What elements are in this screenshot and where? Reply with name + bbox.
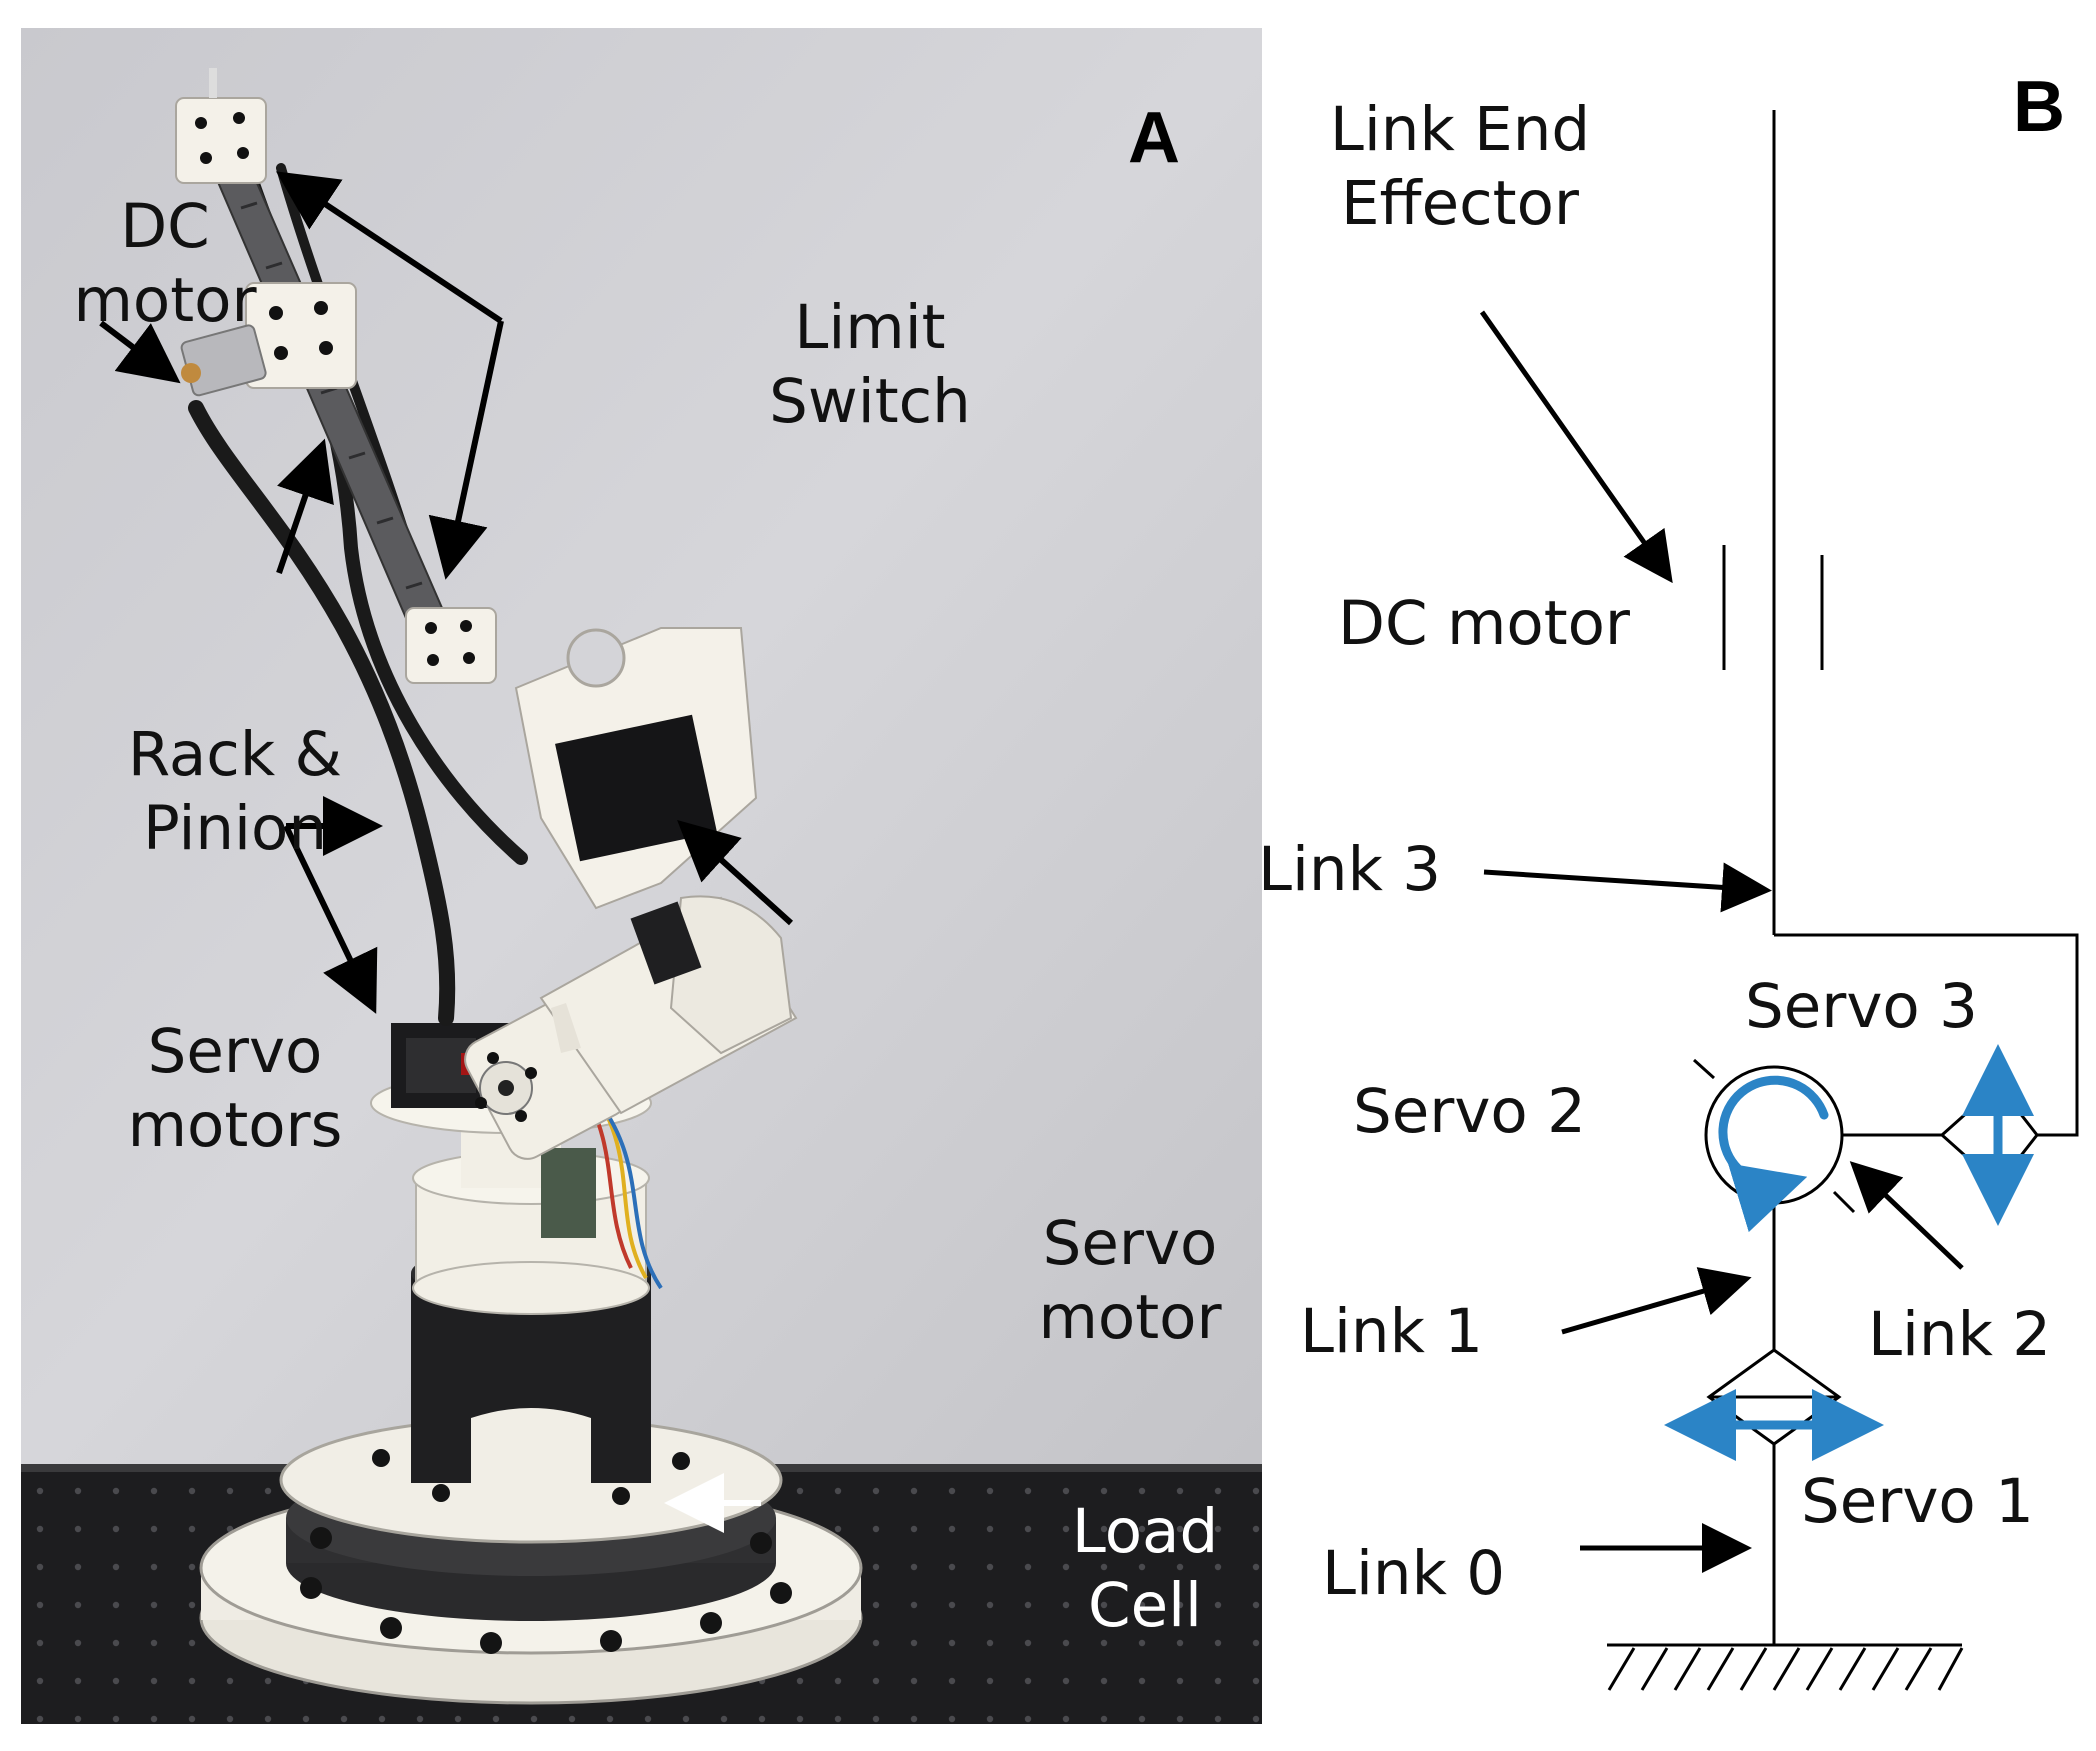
annotation-arrows: [99, 171, 794, 1014]
end-effector-block: [175, 68, 267, 184]
label-servo-1: Servo 1: [1801, 1466, 2034, 1537]
label-link-end-effector-line2: Effector: [1341, 168, 1579, 240]
label-servo-2: Servo 2: [1353, 1076, 1586, 1147]
label-link-end-effector-line1: Link End: [1329, 94, 1591, 165]
kinematic-schematic: [1479, 110, 2079, 1691]
label-link-0: Link 0: [1322, 1538, 1506, 1609]
label-link-3: Link 3: [1258, 834, 1442, 905]
dc-motor-carriage: [180, 282, 357, 397]
label-servo-3: Servo 3: [1745, 971, 1978, 1042]
label-limit-switch-line2: Switch: [769, 366, 971, 438]
label-rack-pinion-line1: Rack &: [127, 719, 343, 790]
label-limit-switch: Limit Switch: [735, 291, 1005, 440]
label-link-2: Link 2: [1868, 1299, 2052, 1370]
link-3-bracket: [1774, 933, 2079, 1137]
label-dc-motor-a: DC motor: [50, 190, 280, 339]
label-link-1: Link 1: [1300, 1296, 1484, 1367]
label-load-cell-line1: Load: [1071, 1496, 1219, 1567]
schematic-arrows: [1479, 310, 1964, 1573]
label-servo-motors-line2: motors: [127, 1090, 343, 1162]
label-load-cell-line2: Cell: [1087, 1570, 1203, 1642]
load-cell-base: [199, 1416, 863, 1705]
label-servo-motors: Servo motors: [100, 1015, 370, 1164]
label-rack-pinion: Rack & Pinion: [110, 718, 360, 867]
robot-arm-photo: [21, 28, 1262, 1724]
label-limit-switch-line1: Limit: [794, 292, 946, 363]
panel-a-letter: A: [1128, 98, 1180, 178]
servo-3-joint: [1939, 1082, 2039, 1188]
panel-b-letter: B: [2013, 67, 2065, 147]
label-dc-motor-a-line2: motor: [73, 265, 257, 337]
label-servo-motors-line1: Servo: [147, 1016, 323, 1087]
limit-switch-block: [405, 607, 497, 684]
label-servo-motor: Servo motor: [1010, 1207, 1250, 1356]
label-link-end-effector: Link End Effector: [1300, 93, 1620, 242]
label-rack-pinion-line2: Pinion: [143, 793, 327, 865]
label-servo-motor-line2: motor: [1038, 1282, 1222, 1354]
ground-hatch: [1607, 1647, 1964, 1691]
label-dc-motor-b: DC motor: [1338, 588, 1631, 659]
label-load-cell: Load Cell: [1045, 1495, 1245, 1644]
label-servo-motor-line1: Servo: [1042, 1208, 1218, 1279]
label-dc-motor-a-line1: DC: [120, 191, 210, 262]
servo-2-rotation-icon: [1718, 1075, 1829, 1233]
